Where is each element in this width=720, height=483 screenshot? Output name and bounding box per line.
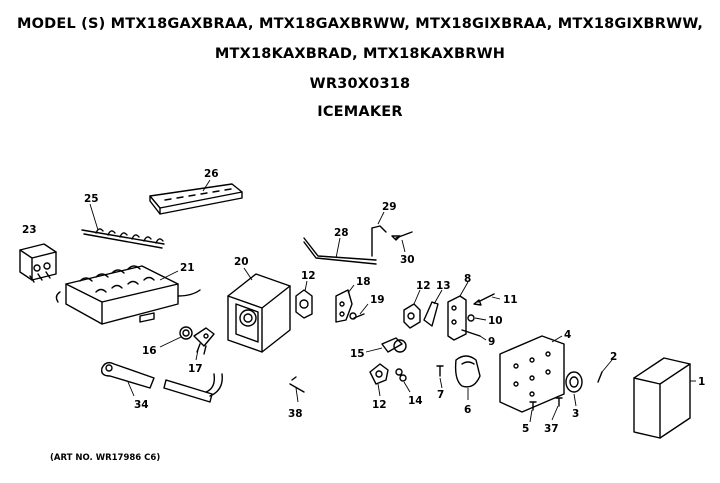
part-19-screw[interactable] — [349, 312, 365, 320]
part-25-ejector[interactable] — [81, 228, 165, 249]
part-4-mounting-plate[interactable] — [499, 335, 565, 413]
part-label-34: 34 — [134, 399, 149, 411]
part-label-14: 14 — [408, 395, 423, 407]
part-label-12-a: 12 — [301, 270, 316, 282]
part-9-screw[interactable] — [461, 329, 481, 337]
part-34-fill-cup[interactable] — [100, 361, 155, 389]
part-label-6: 6 — [464, 404, 471, 416]
part-label-13: 13 — [436, 280, 451, 292]
part-29-spring[interactable] — [371, 225, 387, 257]
part-38-pin[interactable] — [289, 376, 305, 393]
part-16-bearing[interactable] — [179, 326, 193, 340]
diagram-title: ICEMAKER — [317, 104, 403, 120]
part-21-mold[interactable] — [55, 265, 201, 325]
part-11-screw[interactable] — [473, 293, 495, 306]
part-7-screw[interactable] — [436, 365, 444, 377]
part-3-gear[interactable] — [565, 371, 583, 393]
part-17-thermostat[interactable] — [193, 327, 215, 355]
part-label-26: 26 — [204, 168, 219, 180]
part-26-stripper[interactable] — [149, 183, 243, 215]
part-label-5: 5 — [522, 423, 529, 435]
part-label-2: 2 — [610, 351, 617, 363]
part-label-9: 9 — [488, 336, 495, 348]
part-37-screw[interactable] — [555, 397, 563, 407]
part-12-gear-a[interactable] — [295, 289, 313, 319]
part-12-gear-b[interactable] — [403, 303, 421, 329]
part-label-1: 1 — [698, 376, 705, 388]
part-13-bracket[interactable] — [423, 301, 439, 327]
part-label-20: 20 — [234, 256, 249, 268]
part-12-gear-c[interactable] — [369, 363, 389, 385]
part-label-8: 8 — [464, 273, 471, 285]
part-label-3: 3 — [572, 408, 579, 420]
part-label-10: 10 — [488, 315, 503, 327]
part-label-38: 38 — [288, 408, 303, 420]
part-label-29: 29 — [382, 201, 397, 213]
part-label-18: 18 — [356, 276, 371, 288]
part-label-21: 21 — [180, 262, 195, 274]
part-label-28: 28 — [334, 227, 349, 239]
model-list-line-2: MTX18KAXBRAD, MTX18KAXBRWH — [214, 46, 506, 62]
part-label-25: 25 — [84, 193, 99, 205]
part-20-mold-support[interactable] — [227, 273, 291, 353]
part-number: WR30X0318 — [309, 76, 411, 92]
part-label-16: 16 — [142, 345, 157, 357]
part-23-cover[interactable] — [19, 243, 57, 283]
part-1-cover[interactable] — [633, 357, 691, 439]
part-label-7: 7 — [437, 389, 444, 401]
part-label-4: 4 — [564, 329, 571, 341]
part-label-30: 30 — [400, 254, 415, 266]
part-label-23: 23 — [22, 224, 37, 236]
part-label-12-b: 12 — [416, 280, 431, 292]
part-2-screw[interactable] — [597, 371, 603, 383]
part-label-15: 15 — [350, 348, 365, 360]
part-label-37: 37 — [544, 423, 559, 435]
heater-harness[interactable] — [163, 373, 223, 403]
part-10-washer[interactable] — [467, 314, 475, 322]
part-8-switch[interactable] — [447, 295, 467, 341]
part-label-11: 11 — [503, 294, 518, 306]
part-18-lever[interactable] — [335, 289, 353, 323]
part-30-screw[interactable] — [391, 231, 413, 241]
part-label-12-c: 12 — [372, 399, 387, 411]
model-list-line-1: MODEL (S) MTX18GAXBRAA, MTX18GAXBRWW, MT… — [16, 16, 704, 32]
part-15-cam[interactable] — [381, 337, 407, 353]
part-5-screw[interactable] — [529, 401, 537, 411]
part-28-shutoff-arm[interactable] — [303, 237, 377, 265]
part-14-screw[interactable] — [395, 368, 407, 382]
part-6-motor[interactable] — [454, 355, 481, 388]
part-label-17: 17 — [188, 363, 203, 375]
part-label-19: 19 — [370, 294, 385, 306]
art-number: (ART NO. WR17986 C6) — [50, 453, 161, 463]
